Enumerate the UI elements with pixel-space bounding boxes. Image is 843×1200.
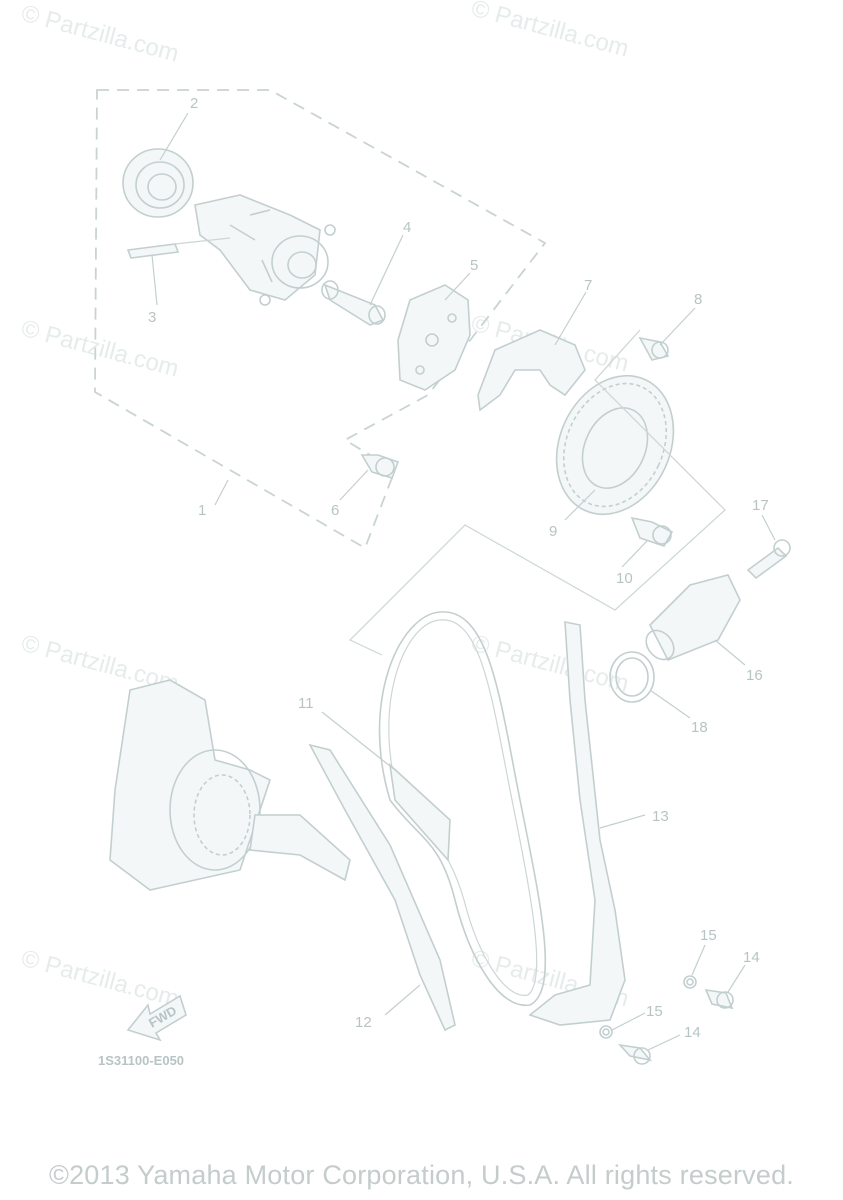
leader-lines (151, 112, 776, 1051)
watermark: © Partzilla.com (18, 0, 181, 68)
watermark: © Partzilla.com (18, 945, 181, 1013)
chain-tensioner-part (645, 574, 741, 662)
callout-15a: 15 (700, 927, 717, 944)
callout-15b: 15 (646, 1003, 663, 1020)
plate-part (397, 284, 471, 391)
callout-11: 11 (298, 695, 314, 712)
callout-17: 17 (752, 497, 769, 514)
crankshaft-part (109, 679, 351, 891)
washer-part-15b (599, 1025, 613, 1039)
cam-sprocket-part (555, 374, 675, 516)
copyright-notice: ©2013 Yamaha Motor Corporation, U.S.A. A… (48, 1160, 795, 1190)
callout-5: 5 (470, 257, 478, 274)
camshaft-assembly-outline (94, 89, 547, 550)
cam-chain-part (378, 611, 547, 1006)
chain-guide-part (308, 743, 456, 1032)
callout-18: 18 (691, 719, 708, 736)
callout-10: 10 (616, 570, 633, 587)
callout-numbers: 1 2 3 4 5 6 7 8 9 10 11 12 13 14 14 15 1… (148, 95, 769, 1041)
diagram-code: 1S31100-E050 (98, 1053, 184, 1068)
tensioner-bolt-part (746, 539, 791, 580)
callout-3: 3 (148, 309, 156, 326)
tensioner-guide-part (528, 621, 626, 1026)
sprocket-group-outline (348, 329, 726, 656)
watermark: © Partzilla.com (468, 630, 631, 698)
callout-8: 8 (694, 291, 702, 308)
callout-6: 6 (331, 502, 339, 519)
callout-9: 9 (549, 523, 557, 540)
bolt-part-14b (617, 1043, 653, 1065)
bolt-part-10 (630, 516, 674, 547)
callout-4: 4 (403, 219, 411, 236)
camshaft-part (194, 194, 336, 306)
callout-1: 1 (198, 502, 206, 519)
watermark: © Partzilla.com (468, 0, 631, 63)
decompression-shaft-part (321, 280, 386, 326)
bolt-part-6 (360, 454, 400, 479)
watermark: © Partzilla.com (18, 315, 181, 383)
bolt-part-14a (704, 988, 734, 1010)
callout-2: 2 (190, 95, 198, 112)
callout-16: 16 (746, 667, 763, 684)
callout-14a: 14 (743, 949, 760, 966)
cam-plate-part (477, 329, 586, 412)
callout-13: 13 (652, 808, 669, 825)
gasket-part (609, 651, 655, 703)
callout-7: 7 (584, 277, 592, 294)
bearing-part (122, 148, 194, 218)
washer-part-15a (683, 975, 697, 989)
pin-part (126, 237, 231, 259)
callout-14b: 14 (684, 1024, 701, 1041)
bolt-part-8 (638, 336, 670, 361)
callout-12: 12 (355, 1014, 372, 1031)
